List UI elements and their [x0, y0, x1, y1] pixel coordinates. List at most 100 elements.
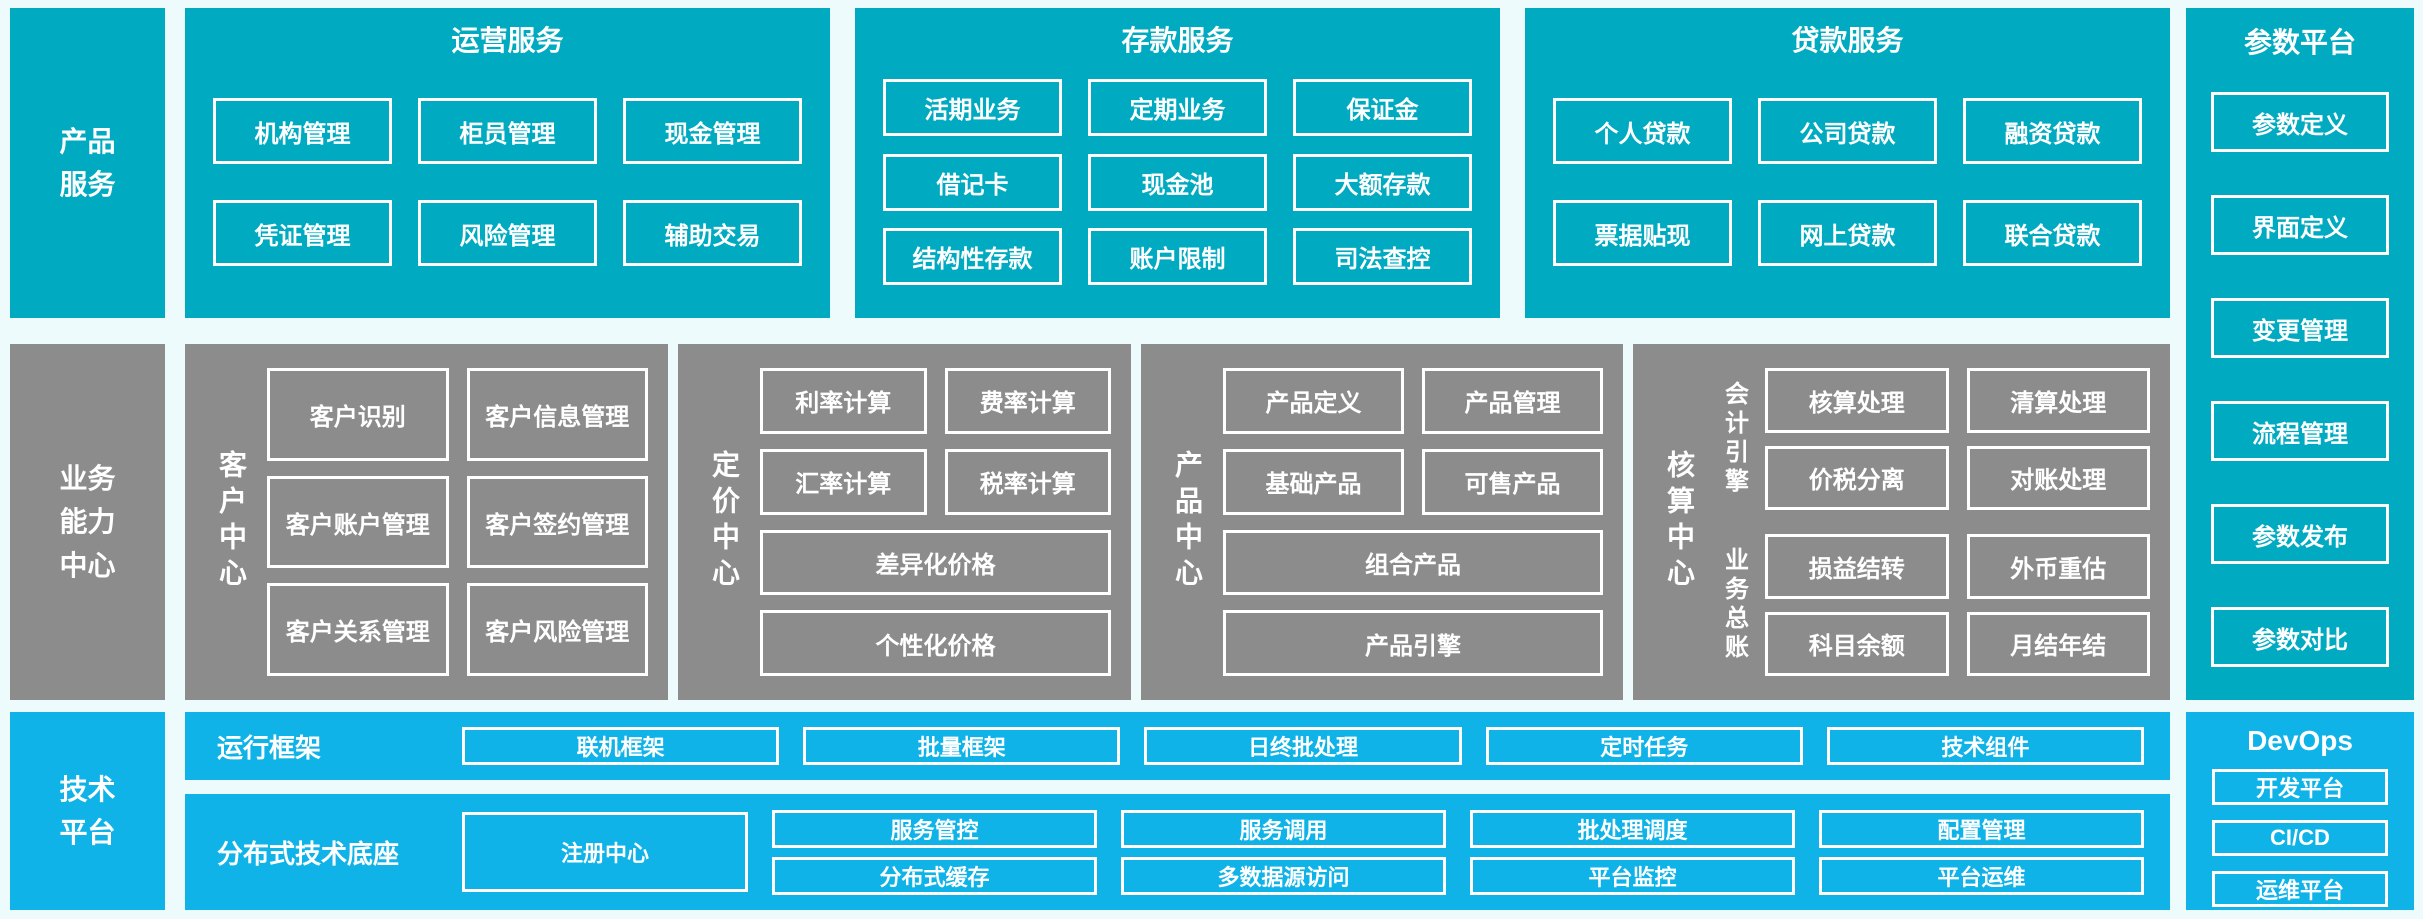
product-center-block: 产品中心 产品定义 产品管理 基础产品 可售产品 组合产品 产品引擎	[1141, 344, 1623, 700]
box-row: 机构管理 柜员管理 现金管理	[205, 98, 810, 164]
ops-box: 风险管理	[418, 200, 597, 266]
box-row: 产品引擎	[1223, 610, 1603, 676]
deposit-box: 司法查控	[1293, 227, 1472, 285]
group-rows: 核算处理 清算处理 价税分离 对账处理	[1765, 368, 2150, 510]
accounting-engine-group: 会计引擎 核算处理 清算处理 价税分离 对账处理	[1715, 368, 2150, 510]
registry-box: 注册中心	[462, 812, 748, 892]
box-row: 个性化价格	[760, 610, 1111, 676]
distributed-grid: 服务管控 服务调用 批处理调度 配置管理 分布式缓存 多数据源访问 平台监控 平…	[772, 809, 2144, 895]
ops-box: 柜员管理	[418, 98, 597, 164]
devops-box: 开发平台	[2212, 769, 2388, 805]
param-box: 流程管理	[2211, 401, 2389, 461]
loan-box: 融资贷款	[1963, 98, 2142, 164]
dist-box: 平台运维	[1819, 856, 2144, 895]
deposit-services-block: 存款服务 活期业务 定期业务 保证金 借记卡 现金池 大额存款 结构性存款 账户…	[855, 8, 1500, 318]
operations-rows: 机构管理 柜员管理 现金管理 凭证管理 风险管理 辅助交易	[205, 62, 810, 302]
box-row: 核算处理 清算处理	[1765, 368, 2150, 433]
dist-box: 平台监控	[1470, 856, 1795, 895]
pricing-box: 汇率计算	[760, 448, 927, 515]
product-box: 可售产品	[1422, 448, 1603, 515]
box-row: 客户识别 客户信息管理	[267, 368, 648, 461]
loan-services-block: 贷款服务 个人贷款 公司贷款 融资贷款 票据贴现 网上贷款 联合贷款	[1525, 8, 2170, 318]
center-label: 产品中心	[1172, 450, 1203, 594]
pricing-rows: 利率计算 费率计算 汇率计算 税率计算 差异化价格 个性化价格	[760, 368, 1111, 676]
box-row: 活期业务 定期业务 保证金	[875, 79, 1480, 137]
center-label: 定价中心	[709, 450, 740, 594]
box-row: 基础产品 可售产品	[1223, 448, 1603, 515]
deposit-box: 保证金	[1293, 79, 1472, 137]
dist-box: 服务调用	[1121, 809, 1446, 848]
devops-panel: DevOps 开发平台 CI/CD 运维平台	[2186, 712, 2414, 910]
param-box: 参数对比	[2211, 607, 2389, 667]
customer-box: 客户风险管理	[466, 583, 648, 677]
center-label: 客户中心	[216, 450, 247, 594]
loan-box: 公司贷款	[1758, 98, 1937, 164]
customer-box: 客户识别	[267, 368, 449, 461]
dist-box: 服务管控	[772, 809, 1097, 848]
block-title: 贷款服务	[1791, 25, 1904, 56]
product-rows: 产品定义 产品管理 基础产品 可售产品 组合产品 产品引擎	[1223, 368, 1603, 676]
ops-box: 现金管理	[623, 98, 802, 164]
bar-label: 分布式技术底座	[217, 838, 400, 869]
accounting-box: 对账处理	[1966, 445, 2150, 510]
param-box: 参数发布	[2211, 504, 2389, 564]
block-title: DevOps	[2247, 725, 2353, 756]
product-box: 产品引擎	[1223, 610, 1603, 676]
pricing-box: 税率计算	[944, 448, 1111, 515]
customer-box: 客户账户管理	[267, 475, 449, 569]
accounting-box: 外币重估	[1966, 534, 2150, 599]
box-row: 产品定义 产品管理	[1223, 368, 1603, 434]
param-box: 变更管理	[2211, 298, 2389, 358]
box-row: 客户账户管理 客户签约管理	[267, 475, 648, 569]
customer-center-block: 客户中心 客户识别 客户信息管理 客户账户管理 客户签约管理 客户关系管理 客户…	[185, 344, 668, 700]
box-row: 凭证管理 风险管理 辅助交易	[205, 200, 810, 266]
deposit-box: 现金池	[1088, 153, 1267, 211]
box-row: 利率计算 费率计算	[760, 368, 1111, 434]
rail-tech-platform: 技术 平台	[10, 712, 165, 910]
dist-box: 配置管理	[1819, 809, 2144, 848]
loan-rows: 个人贷款 公司贷款 融资贷款 票据贴现 网上贷款 联合贷款	[1545, 62, 2150, 302]
devops-box: CI/CD	[2212, 820, 2388, 856]
ops-box: 凭证管理	[213, 200, 392, 266]
runtime-box: 定时任务	[1485, 727, 1803, 765]
box-row: 价税分离 对账处理	[1765, 445, 2150, 510]
dist-box: 多数据源访问	[1121, 856, 1446, 895]
dist-box: 分布式缓存	[772, 856, 1097, 895]
devops-stack: 开发平台 CI/CD 运维平台	[2212, 769, 2388, 907]
group-rows: 损益结转 外币重估 科目余额 月结年结	[1765, 534, 2150, 676]
customer-box: 客户关系管理	[267, 583, 449, 677]
accounting-box: 月结年结	[1966, 611, 2150, 676]
runtime-framework-bar: 运行框架 联机框架 批量框架 日终批处理 定时任务 技术组件	[185, 712, 2170, 780]
business-ledger-group: 业务总账 损益结转 外币重估 科目余额 月结年结	[1715, 534, 2150, 676]
deposit-box: 定期业务	[1088, 79, 1267, 137]
deposit-box: 活期业务	[883, 79, 1062, 137]
runtime-items: 联机框架 批量框架 日终批处理 定时任务 技术组件	[462, 727, 2145, 765]
box-row: 损益结转 外币重估	[1765, 534, 2150, 599]
pricing-center-block: 定价中心 利率计算 费率计算 汇率计算 税率计算 差异化价格 个性化价格	[678, 344, 1131, 700]
product-box: 基础产品	[1223, 448, 1404, 515]
box-row: 汇率计算 税率计算	[760, 448, 1111, 515]
deposit-box: 借记卡	[883, 153, 1062, 211]
rail-business-capability-center: 业务 能力 中心	[10, 344, 165, 700]
runtime-box: 日终批处理	[1144, 727, 1462, 765]
customer-rows: 客户识别 客户信息管理 客户账户管理 客户签约管理 客户关系管理 客户风险管理	[267, 368, 648, 677]
block-title: 存款服务	[1121, 25, 1234, 56]
product-box: 产品定义	[1223, 368, 1404, 434]
accounting-center-block: 核算中心 会计引擎 核算处理 清算处理 价税分离 对账处理 业务总账	[1633, 344, 2170, 700]
box-row: 个人贷款 公司贷款 融资贷款	[1545, 98, 2150, 164]
block-title: 运营服务	[451, 25, 564, 56]
customer-box: 客户信息管理	[466, 368, 648, 461]
loan-box: 联合贷款	[1963, 200, 2142, 266]
distributed-base-bar: 分布式技术底座 注册中心 服务管控 服务调用 批处理调度 配置管理 分布式缓存 …	[185, 794, 2170, 910]
deposit-box: 大额存款	[1293, 153, 1472, 211]
loan-box: 票据贴现	[1553, 200, 1732, 266]
pricing-box: 利率计算	[760, 368, 927, 434]
product-box: 产品管理	[1422, 368, 1603, 434]
param-box: 界面定义	[2211, 195, 2389, 255]
dist-box: 批处理调度	[1470, 809, 1795, 848]
box-row: 组合产品	[1223, 529, 1603, 596]
box-row: 科目余额 月结年结	[1765, 611, 2150, 676]
block-title: 参数平台	[2243, 27, 2356, 58]
box-row: 借记卡 现金池 大额存款	[875, 153, 1480, 211]
